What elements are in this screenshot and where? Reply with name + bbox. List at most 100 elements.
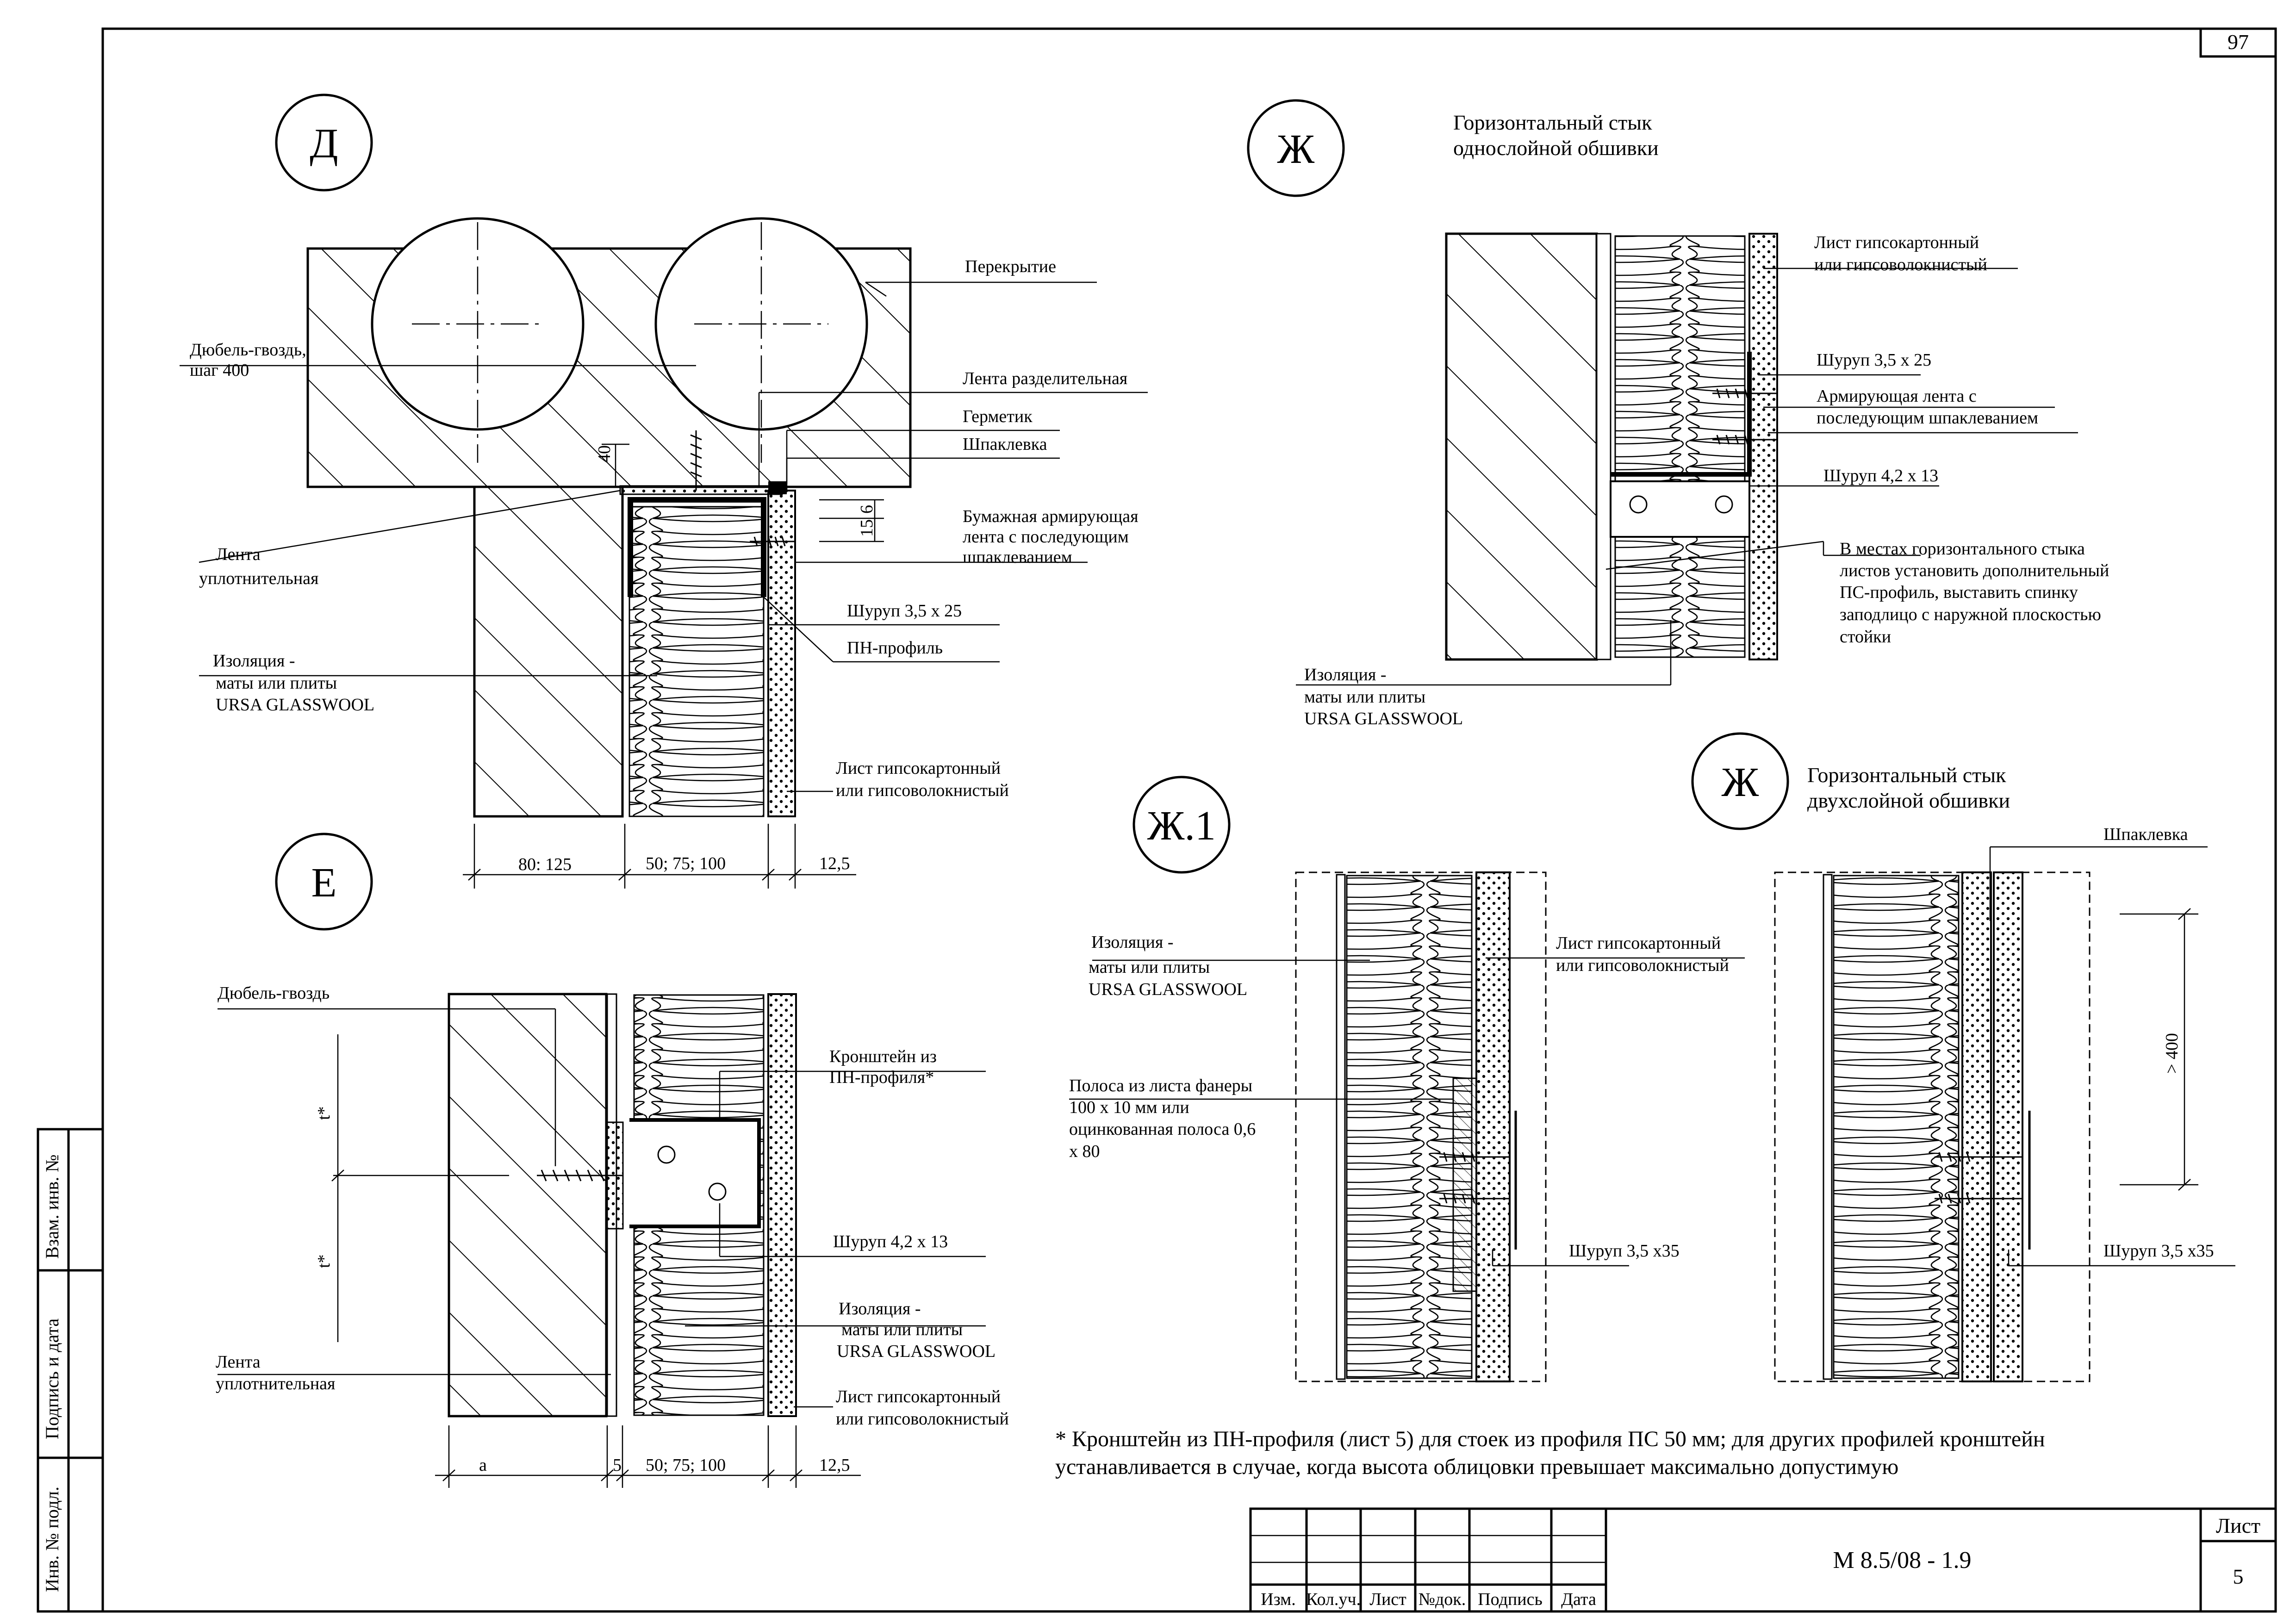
screw-head (657, 1145, 676, 1164)
sheet-number: 5 (2233, 1565, 2244, 1588)
ps-profile (1611, 352, 1752, 477)
label-tape: последующим шпаклеванием (1817, 408, 2038, 428)
masonry-wall (473, 485, 624, 818)
label-seal-tape: Лента (216, 1352, 261, 1372)
gypsum-board (1748, 233, 1778, 660)
label-insulation: маты или плиты (216, 673, 337, 693)
label-separating-tape: Лента разделительная (963, 369, 1127, 388)
detail-d-dims (463, 443, 884, 889)
label-paper-tape: шпаклеванием (963, 547, 1072, 567)
detail-zh-marker-circle (1247, 99, 1345, 197)
detail-zh2-title: двухслойной обшивки (1807, 789, 2010, 812)
detail-e-dims (331, 1169, 861, 1488)
gypsum-board (1475, 871, 1511, 1382)
note: заподлицо с наружной плоскостью (1840, 605, 2101, 624)
insulation (628, 506, 765, 817)
detail-zh1-labels: Изоляция - маты или плиты URSA GLASSWOOL… (1069, 933, 1729, 1261)
detail-e: Е (216, 833, 1009, 1488)
gypsum-board (767, 993, 797, 1417)
label-board: или гипсоволокнистый (1556, 956, 1729, 975)
label-insulation: URSA GLASSWOOL (1089, 980, 1247, 999)
dim-spacing: > 400 (2162, 1033, 2182, 1074)
label-bracket: ПН-профиля* (829, 1068, 934, 1087)
dowel-e (537, 1169, 622, 1181)
masonry-wall (1445, 232, 1598, 661)
label-board: или гипсоволокнистый (1814, 255, 1987, 274)
detail-d: Д (180, 93, 1148, 889)
label-screw: Шуруп 4,2 х 13 (833, 1232, 948, 1251)
screws-zh2 (1935, 1111, 2031, 1250)
seal-strip (1596, 233, 1612, 660)
side-field-sign: Подпись и дата (42, 1318, 62, 1439)
label-seal-tape: уплотнительная (199, 569, 319, 588)
dim-width-insulation: 50; 75; 100 (646, 1455, 726, 1475)
dim-5: 5 (613, 1455, 622, 1475)
dim-t-upper: t* (314, 1106, 334, 1120)
note: ПС-профиль, выставить спинку (1840, 583, 2078, 602)
label-screw: Шуруп 3,5 х35 (2103, 1241, 2214, 1261)
dim-a: а (479, 1455, 487, 1475)
label-insulation: Изоляция - (839, 1299, 921, 1318)
sheet-label: Лист (2216, 1514, 2260, 1537)
slab-void-axes (412, 222, 828, 463)
label-paper-tape: Бумажная армирующая (963, 507, 1139, 526)
detail-d-marker: Д (310, 121, 338, 167)
dim-40: 40 (595, 445, 614, 463)
detail-zh2-marker: Ж (1722, 759, 1759, 805)
detail-e-labels: Дюбель-гвоздь Кронштейн из ПН-профиля* Ш… (216, 983, 1009, 1475)
bracket-profile (629, 1118, 761, 1228)
sheet-frame (101, 27, 2277, 1613)
detail-zh: Ж Горизонтальный стык однослойной обшивк… (1247, 99, 2109, 728)
sealant (768, 481, 787, 494)
detail-zh1: Ж.1 Изоляция - маты или плиты URSA GLASS… (1069, 776, 1745, 1382)
side-strip (37, 1128, 104, 1613)
label-screw-b: Шуруп 4,2 х 13 (1823, 466, 1938, 485)
label-screw: Шуруп 3,5 х35 (1569, 1241, 1680, 1261)
detail-zh2-title: Горизонтальный стык (1807, 763, 2006, 787)
title-block-columns: Изм. Кол.уч. Лист №док. Подпись Дата (1261, 1590, 1596, 1609)
masonry-wall (448, 993, 608, 1418)
dim-15: 15 (857, 519, 877, 537)
insulation (1833, 875, 1960, 1379)
detail-zh1-marker-circle (1132, 776, 1231, 874)
label-tape: Армирующая лента с (1817, 386, 1977, 406)
detail-zh-leaders (1296, 267, 2078, 686)
stud-strip (1823, 874, 1833, 1380)
detail-zh-title: Горизонтальный стык (1453, 111, 1652, 134)
label-insulation: маты или плиты (841, 1320, 963, 1339)
dim-t-lower: t* (314, 1254, 334, 1268)
label-floor: Перекрытие (965, 257, 1056, 276)
label-bracket: Кронштейн из (829, 1047, 937, 1066)
label-screw-a: Шуруп 3,5 х 25 (1817, 350, 1931, 370)
detail-zh-labels: Лист гипсокартонный или гипсоволокнистый… (1304, 233, 2109, 728)
screw-head (708, 1182, 727, 1201)
stamp-col: Лист (1369, 1590, 1406, 1609)
insulation (1346, 875, 1473, 1379)
detail-d-marker-circle (275, 93, 373, 192)
label-insulation: Изоляция - (1304, 665, 1386, 684)
dim-width-board: 12,5 (819, 1455, 850, 1475)
screw-d (750, 536, 796, 547)
label-dowel: Дюбель-гвоздь, (190, 340, 306, 360)
side-field-replace: Взам. инв. № (42, 1155, 62, 1259)
label-putty: Шпаклевка (2103, 825, 2188, 844)
detail-e-marker: Е (311, 860, 337, 906)
detail-zh-marker: Ж (1277, 126, 1315, 172)
label-dowel-step: шаг 400 (190, 361, 249, 380)
label-strip: 100 х 10 мм или (1069, 1098, 1189, 1117)
screws-zh1 (1439, 1111, 1517, 1250)
detail-zh2-leaders (1989, 846, 2235, 1267)
label-paper-tape: лента с последующим (963, 527, 1129, 547)
label-insulation: Изоляция - (1091, 933, 1173, 952)
detail-zh1-marker: Ж.1 (1147, 803, 1216, 849)
label-board: или гипсоволокнистый (836, 781, 1009, 800)
gypsum-board-inner (1961, 871, 1992, 1382)
label-strip: Полоса из листа фанеры (1069, 1076, 1252, 1095)
dim-6: 6 (857, 505, 877, 514)
detail-zh2: Ж Горизонтальный стык двухслойной обшивк… (1691, 732, 2235, 1382)
dim-width-board: 12,5 (819, 854, 850, 873)
profile-block (1610, 480, 1750, 538)
label-strip: х 80 (1069, 1142, 1100, 1161)
label-insulation: Изоляция - (213, 651, 295, 671)
pn-profile (628, 497, 766, 597)
